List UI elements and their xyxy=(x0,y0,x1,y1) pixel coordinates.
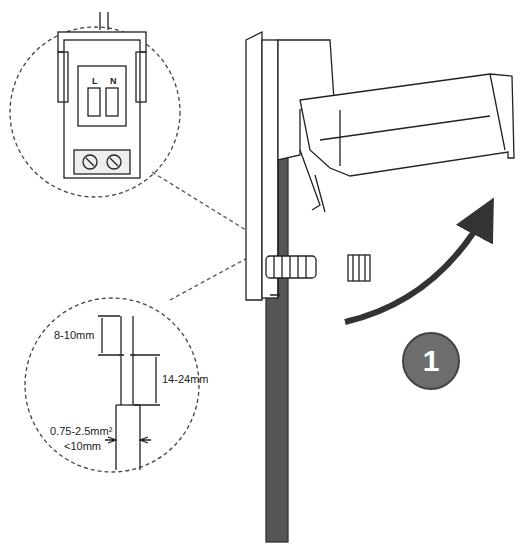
callout-number: 1 xyxy=(423,344,440,378)
terminal-label: L xyxy=(91,77,99,86)
dimension-label: 0.75-2.5mm² xyxy=(50,426,112,437)
dimension-label: 8-10mm xyxy=(54,330,94,341)
step-circle: 1 xyxy=(402,332,460,390)
terminal-label: N xyxy=(109,77,118,86)
dimension-label: 14-24mm xyxy=(162,374,208,385)
dimension-label: <10mm xyxy=(64,441,101,452)
